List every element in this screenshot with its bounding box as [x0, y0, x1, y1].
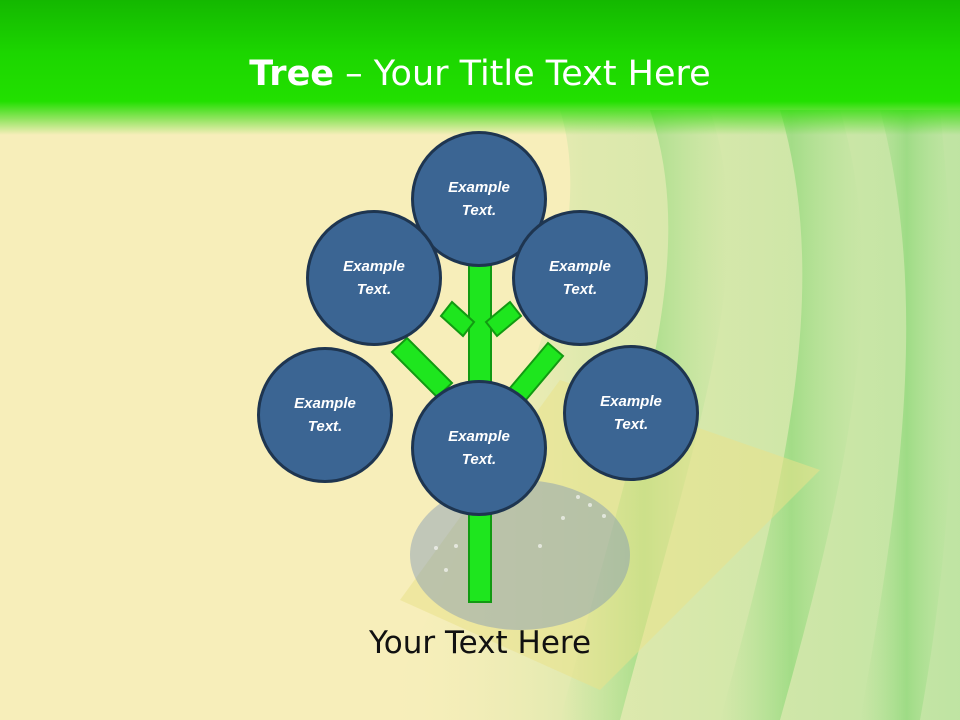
footer-text: Your Text Here	[368, 625, 592, 661]
title-rest-part: – Your Title Text Here	[334, 54, 711, 94]
node-center-line2: Text.	[461, 451, 497, 468]
branch-lower-left	[390, 336, 454, 399]
branch-upper-right	[484, 300, 523, 338]
node-lower-right-line1: Example	[600, 393, 662, 410]
node-lower-right-line2: Text.	[613, 416, 649, 433]
title-bold-part: Tree	[249, 54, 335, 94]
node-top-line1: Example	[448, 179, 510, 196]
node-upper-right-line1: Example	[549, 258, 611, 275]
node-upper-left-line1: Example	[343, 258, 405, 275]
node-upper-left-line2: Text.	[356, 281, 392, 298]
branch-upper-left	[439, 300, 476, 338]
header-band	[0, 0, 960, 135]
node-center-line1: Example	[448, 428, 510, 445]
node-top-line2: Text.	[461, 202, 497, 219]
node-lower-left-line1: Example	[294, 395, 356, 412]
slide-title: Tree – Your Title Text Here	[0, 52, 960, 96]
node-lower-left-line2: Text.	[307, 418, 343, 435]
node-upper-right-line2: Text.	[562, 281, 598, 298]
